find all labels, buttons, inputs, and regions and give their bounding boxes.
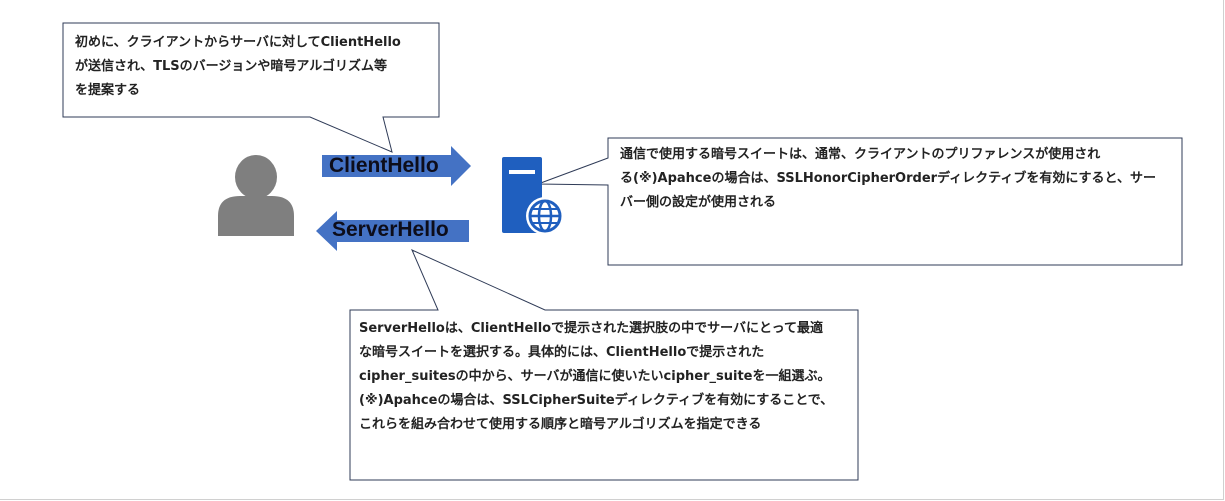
cipher-order-note: 通信で使用する暗号スイートは、通常、クライアントのプリファレンスが使用され る(… [620,147,1156,210]
callout-cipher-order-box [537,137,1183,266]
web-server-icon [502,157,564,235]
callout-server-hello-box [349,249,859,481]
callout-client-hello-box [62,22,440,153]
user-icon [218,155,294,236]
server-hello-note: ServerHelloは、ClientHelloで提示された選択肢の中でサーバに… [359,321,834,432]
client-hello-note: 初めに、クライアントからサーバに対してClientHello が送信され、TLS… [75,35,401,98]
client-hello-label: ClientHello [329,154,439,177]
server-hello-arrow-shape [316,211,469,251]
server-hello-label: ServerHello [332,218,449,241]
client-hello-arrow-shape [322,146,471,186]
